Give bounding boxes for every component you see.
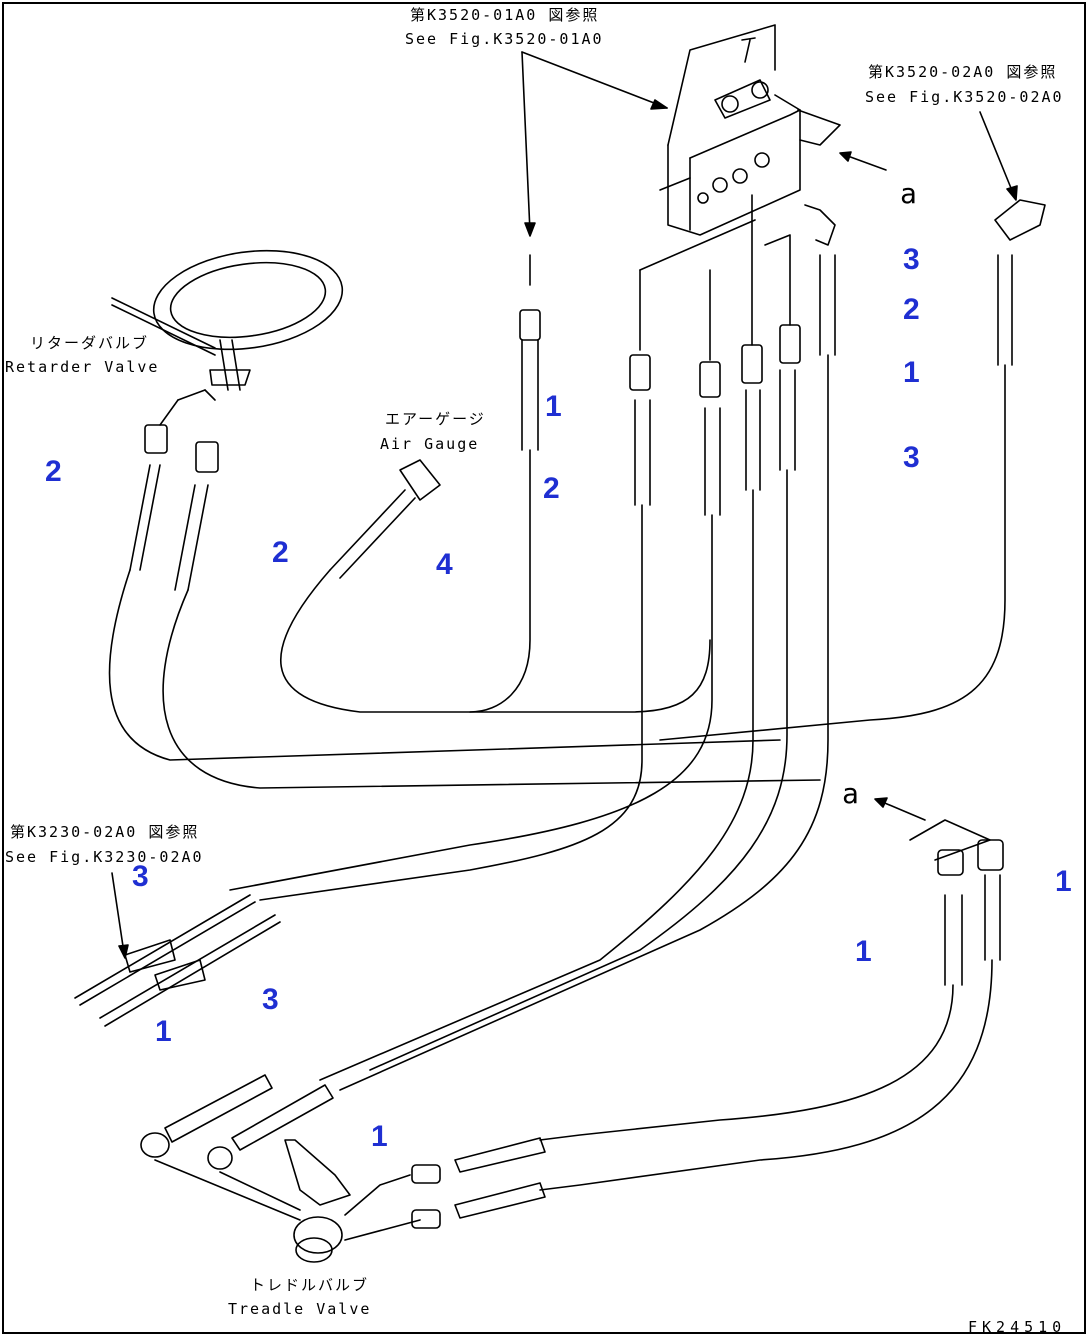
- callout-2-left: 2: [45, 455, 62, 488]
- callout-1-mid-right: 1: [903, 356, 920, 389]
- air-gauge-en: Air Gauge: [380, 435, 480, 453]
- ref-top-ja: 第K3520-01A0 図参照: [410, 6, 600, 24]
- callout-3-mid-right: 3: [903, 441, 920, 474]
- ref-right-ja: 第K3520-02A0 図参照: [868, 63, 1058, 81]
- callout-3-top-right: 3: [903, 243, 920, 276]
- steering-wheel: [111, 249, 344, 391]
- callout-1-lower-left: 1: [155, 1015, 172, 1048]
- valve-manifold-bracket: [659, 24, 841, 236]
- callout-3-left-upper: 3: [132, 860, 149, 893]
- treadle-valve-ja: トレドルバルブ: [250, 1276, 370, 1294]
- callout-1-mid: 1: [545, 390, 562, 423]
- retarder-valve-ja: リターダバルブ: [30, 334, 150, 352]
- figure-id: FK24510: [968, 1318, 1067, 1336]
- ref-left-ja: 第K3230-02A0 図参照: [10, 823, 200, 841]
- marker-a-top: a: [900, 177, 917, 210]
- right-hose: [659, 199, 1046, 741]
- reference-arrows: [111, 51, 1018, 959]
- manifold-hoses: [229, 194, 836, 1091]
- treadle-valve-en: Treadle Valve: [228, 1300, 372, 1318]
- callout-2-left-lower: 2: [272, 536, 289, 569]
- retarder-valve-en: Retarder Valve: [5, 358, 160, 376]
- retarder-hoses: [108, 389, 821, 789]
- callout-2-top-right: 2: [903, 293, 920, 326]
- left-connectors: [74, 894, 281, 1027]
- ref-left-en: See Fig.K3230-02A0: [5, 848, 204, 866]
- treadle-valve: [140, 1074, 546, 1263]
- ref-right-en: See Fig.K3520-02A0: [865, 88, 1064, 106]
- callout-2-mid: 2: [543, 472, 560, 505]
- air-gauge-ja: エアーゲージ: [385, 410, 486, 428]
- callout-1-lower-mid: 1: [371, 1120, 388, 1153]
- callout-1-right: 1: [855, 935, 872, 968]
- lower-right-hoses: [539, 819, 1004, 1191]
- callout-4-air-gauge: 4: [436, 548, 453, 581]
- callout-3-left-lower: 3: [262, 983, 279, 1016]
- marker-a-bottom: a: [842, 777, 859, 810]
- air-gauge-hose: [280, 459, 711, 713]
- ref-top-en: See Fig.K3520-01A0: [405, 30, 604, 48]
- callout-1-far-right: 1: [1055, 865, 1072, 898]
